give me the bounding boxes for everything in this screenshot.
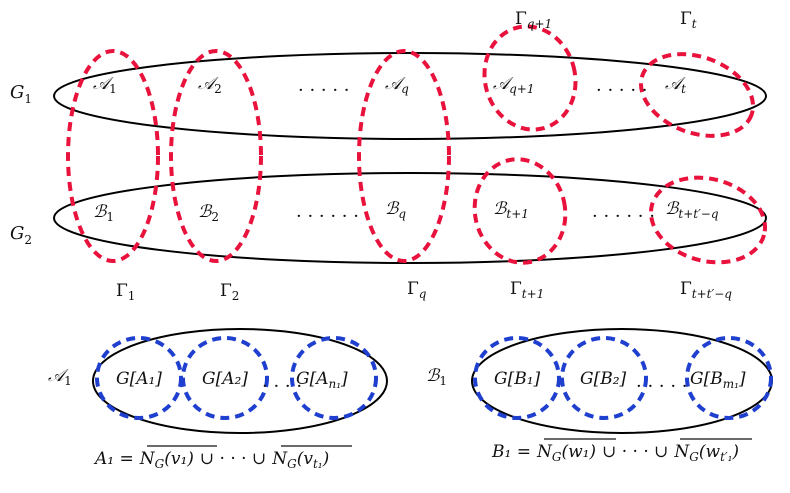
detail-a1-ellipse <box>92 328 388 434</box>
detail-a1-c1-label: G[A₁] <box>116 369 162 389</box>
gamma-q1-label: Γq+1 <box>515 9 552 31</box>
btq-label: ℬt+t′−q <box>665 199 719 221</box>
detail-b1-c2-label: G[B₂] <box>580 369 627 389</box>
gamma-q-label: Γq <box>407 279 427 301</box>
gamma-tq-loop <box>648 175 768 265</box>
detail-a1-component-n <box>290 336 378 420</box>
detail-b1-component-m <box>685 336 773 420</box>
b1-label: ℬ1 <box>93 202 114 224</box>
top-dots-1: · · · · · <box>298 80 350 101</box>
detail-a1-component-2 <box>181 336 269 420</box>
detail-a1-cn-label: G[An₁] <box>296 369 348 391</box>
gamma-q-loop <box>357 49 451 263</box>
a2-label: 𝒜2 <box>198 74 222 96</box>
a1-label: 𝒜1 <box>93 74 117 96</box>
gamma-t-label: Γt <box>680 9 697 31</box>
gamma-1-loop <box>66 49 160 263</box>
detail-a1-c2-label: G[A₂] <box>202 369 248 389</box>
detail-a1-dots: · · · · <box>262 376 302 397</box>
detail-a1: 𝒜1 G[A₁] G[A₂] · · · · G[An₁] A₁ =NG(v₁)… <box>48 328 388 471</box>
gamma-1-label: Γ1 <box>116 281 135 303</box>
g1-ellipse <box>53 52 767 140</box>
aq1-label: 𝒜q+1 <box>493 74 534 96</box>
detail-b1-dots: · · · · · <box>636 376 688 397</box>
detail-b1: ℬ1 G[B₁] G[B₂] · · · · · G[Bm₁] B₁ =NG(w… <box>426 328 773 464</box>
gamma-t1-label: Γt+1 <box>510 279 544 301</box>
detail-b1-c1-label: G[B₁] <box>494 369 541 389</box>
detail-b1-component-2 <box>560 336 648 420</box>
gamma-2-loop <box>169 49 263 263</box>
red-partition-loops <box>66 24 768 265</box>
bottom-dots-2: · · · · · · <box>592 206 655 227</box>
g2-label: G2 <box>10 223 32 247</box>
top-dots-2: · · · · · <box>596 80 648 101</box>
gamma-q1-loop <box>482 24 578 132</box>
gamma-t1-loop <box>472 157 568 265</box>
bq-label: ℬq <box>385 199 406 221</box>
at-label: 𝒜t <box>665 74 686 96</box>
bt1-label: ℬt+1 <box>493 199 529 221</box>
detail-b1-title: ℬ1 <box>426 366 447 388</box>
gamma-t-loop <box>638 52 756 138</box>
detail-b1-component-1 <box>473 336 561 420</box>
detail-b1-formula: B₁ =NG(w₁)∪ · · · ∪NG(wt′₁) <box>491 442 739 464</box>
bottom-dots-1: · · · · · · <box>296 206 359 227</box>
detail-b1-cm-label: G[Bm₁] <box>690 369 746 391</box>
detail-a1-formula: A₁ =NG(v₁)∪ · · · ∪NG(vt₁) <box>93 449 329 471</box>
gamma-2-label: Γ2 <box>220 281 239 303</box>
gamma-tq-label: Γt+t′−q <box>680 279 732 301</box>
b2-label: ℬ2 <box>198 202 219 224</box>
g2-ellipse <box>53 172 767 264</box>
detail-a1-title: 𝒜1 <box>48 366 72 388</box>
aq-label: 𝒜q <box>385 74 409 96</box>
g1-label: G1 <box>10 82 32 106</box>
